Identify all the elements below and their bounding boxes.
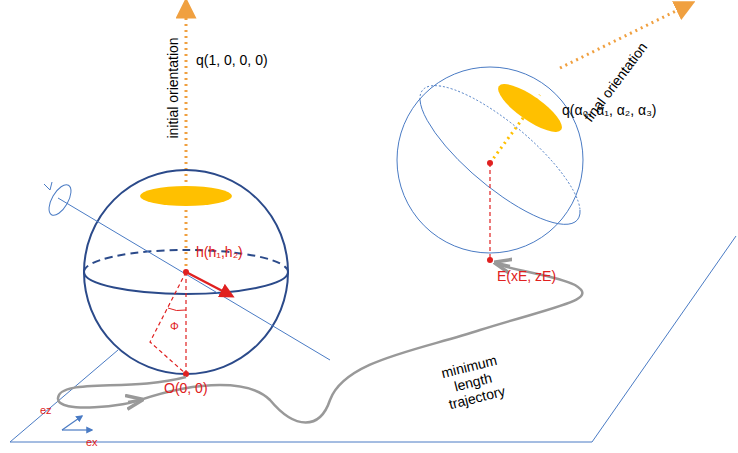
- quaternion-label: q(α₀, α₁, α₂, α₃): [562, 102, 657, 118]
- initial-sphere: [84, 170, 288, 374]
- orange-cap: [140, 186, 232, 206]
- rotation-symbol: [45, 181, 76, 218]
- quaternion-label: q(1, 0, 0, 0): [196, 52, 268, 68]
- end-dot: [487, 257, 493, 263]
- final-drop: [489, 163, 490, 258]
- rotation-arrow: [44, 182, 52, 190]
- axis-name: ez: [40, 402, 52, 418]
- trajectory-label: minimum length trajectory: [424, 348, 523, 416]
- trajectory-end-arrow: [497, 263, 510, 266]
- vertical-drop: [185, 272, 186, 374]
- angle-label: Φ: [170, 318, 179, 334]
- rotation-axis: [58, 198, 330, 360]
- final-orange-cap: [492, 76, 568, 139]
- center-dot: [183, 269, 189, 275]
- axis-ex: [62, 429, 92, 430]
- origin-dot: [183, 371, 189, 377]
- axis-label: initial orientation: [165, 37, 181, 138]
- trajectory-arrow: [128, 400, 140, 402]
- point-label: E(xE, zE): [497, 268, 556, 284]
- final-equator-back: [420, 86, 580, 210]
- ground-plane: [10, 236, 736, 442]
- axis-name: ex: [86, 434, 98, 450]
- phi-arc: [168, 308, 186, 311]
- axis-ez: [62, 416, 82, 430]
- h-vector: [186, 272, 232, 296]
- vector-label: h(h₁,h₂): [196, 244, 243, 260]
- phi-angle: [150, 272, 186, 374]
- equator-back: [84, 250, 288, 272]
- point-label: O(0, 0): [164, 380, 208, 396]
- orientation-axis: [185, 8, 188, 272]
- trajectory: [58, 264, 582, 423]
- final-center: [487, 160, 493, 166]
- final-sphere: [397, 67, 583, 253]
